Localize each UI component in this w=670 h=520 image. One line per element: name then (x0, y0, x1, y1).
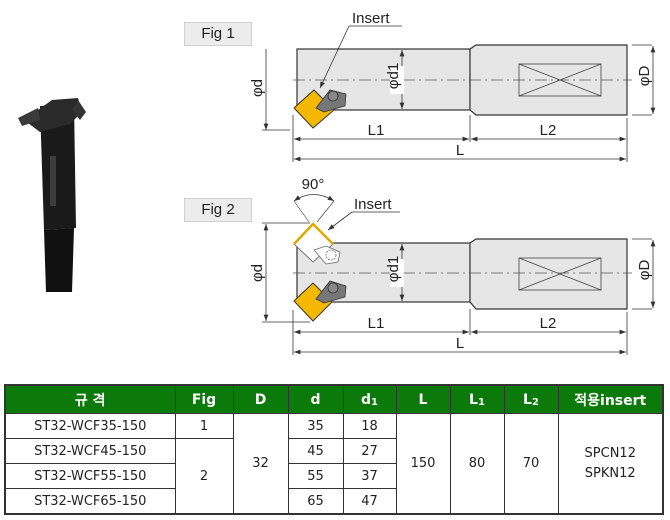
fig1-dim-d: φd (249, 79, 266, 97)
fig1-insert-label: Insert (352, 10, 390, 27)
table-row: ST32-WCF65-150 65 47 (4, 488, 663, 515)
fig1-dim-L2: L2 (540, 122, 557, 139)
header-L2: L2 (503, 384, 559, 414)
spec-table: 규 격 Fig D d d1 L L1 L2 적용insert ST32-WCF… (4, 384, 664, 515)
table-row: ST32-WCF55-150 55 37 (4, 463, 663, 489)
cell-d1: 18 (342, 413, 397, 439)
header-L2-base: L (523, 391, 532, 408)
fig1-dim-L1: L1 (368, 122, 385, 139)
fig2-insert-ghost (293, 222, 341, 265)
insert-type-2: SPKN12 (584, 465, 636, 481)
cell-d: 65 (287, 488, 344, 515)
fig2-insert-label: Insert (354, 196, 392, 213)
cell-spec: ST32-WCF55-150 (4, 463, 176, 489)
header-d1: d1 (342, 384, 397, 414)
header-L: L (395, 384, 451, 414)
cell-spec: ST32-WCF65-150 (4, 488, 176, 515)
fig1-label: Fig 1 (184, 22, 252, 46)
cell-L: 150 (395, 413, 451, 515)
fig2-dim-d: φd (249, 264, 266, 282)
header-spec: 규 격 (4, 384, 176, 414)
fig2-dim-d1: φd1 (385, 256, 402, 282)
header-insert: 적용insert (557, 384, 664, 414)
fig2-drawing: 90° Insert φd φd1 φD L1 L2 L (249, 176, 656, 355)
header-L1-sub: 1 (477, 396, 485, 408)
cell-spec: ST32-WCF45-150 (4, 438, 176, 464)
header-L1: L1 (449, 384, 505, 414)
header-d1-sub: 1 (371, 396, 378, 408)
fig2-angle-label: 90° (302, 176, 325, 193)
cell-d1: 47 (342, 488, 397, 515)
fig1-insert (293, 89, 347, 129)
fig1-drawing: Insert φd φd1 φD L1 L2 L (249, 10, 656, 162)
cell-d1: 27 (342, 438, 397, 464)
fig2-insert (293, 280, 347, 322)
insert-type-1: SPCN12 (584, 445, 636, 461)
cell-fig: 2 (174, 438, 234, 515)
header-d: d (287, 384, 344, 414)
header-d1-base: d (361, 391, 372, 408)
header-D: D (232, 384, 289, 414)
fig2-dim-L: L (456, 335, 464, 352)
fig1-dim-d1: φd1 (385, 63, 402, 89)
table-row: ST32-WCF35-150 1 32 35 18 150 80 70 SPCN… (4, 413, 664, 515)
fig2-label: Fig 2 (184, 198, 252, 222)
cell-L2: 70 (503, 413, 559, 515)
fig2-dim-L1: L1 (368, 315, 385, 332)
fig1-dim-D: φD (636, 66, 653, 87)
cell-insert: SPCN12 SPKN12 (557, 413, 664, 515)
header-fig: Fig (174, 384, 234, 414)
header-L1-base: L (469, 391, 478, 408)
table-row: ST32-WCF45-150 2 45 27 (4, 438, 663, 515)
cell-spec: ST32-WCF35-150 (4, 413, 176, 439)
fig2-dim-L2: L2 (540, 315, 557, 332)
cell-fig: 1 (174, 413, 234, 439)
cell-D: 32 (232, 413, 289, 515)
fig2-dim-D: φD (636, 260, 653, 281)
cell-d1: 37 (342, 463, 397, 489)
tool-body (18, 98, 86, 292)
technical-drawing: Insert φd φd1 φD L1 L2 L (249, 10, 656, 355)
cell-d: 45 (287, 438, 344, 464)
tool-photo (18, 98, 86, 292)
table-header-row: 규 격 Fig D d d1 L L1 L2 적용insert (4, 384, 664, 414)
fig1-dim-L: L (456, 142, 464, 159)
header-L2-sub: 2 (531, 396, 539, 408)
cell-L1: 80 (449, 413, 505, 515)
cell-d: 55 (287, 463, 344, 489)
cell-d: 35 (287, 413, 344, 439)
